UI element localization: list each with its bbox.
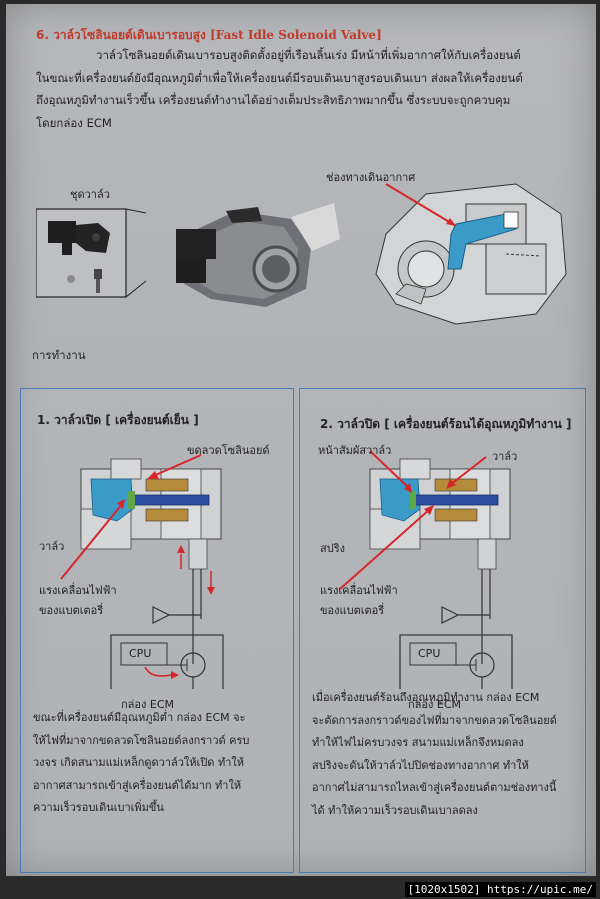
throttle-body-drawing: ช่องทางเดินอากาศ [326, 171, 576, 334]
spring-label: สปริง [320, 542, 345, 555]
panel-description: เมื่อเครื่องยนต์ร้อนถึงอุณหภูมิทำงาน กล่… [312, 687, 582, 822]
panel-title: 1. วาล์วเปิด [ เครื่องยนต์เย็น ] [37, 413, 199, 427]
valve-open-diagram [60, 454, 224, 689]
section-title: 6. วาล์วโซลินอยด์เดินเบารอบสูง [Fast Idl… [36, 26, 382, 45]
panel-valve-open: 1. วาล์วเปิด [ เครื่องยนต์เย็น ] [20, 388, 294, 873]
solenoid-coil-label: ขดลวดโซลินอยด์ [187, 444, 270, 457]
intro-line: ในขณะที่เครื่องยนต์ยังมีอุณหภูมิต่ำเพื่อ… [36, 70, 523, 85]
valve-closed-diagram [339, 450, 513, 689]
desc-line: ความเร็วรอบเดินเบาเพิ่มขึ้น [33, 801, 164, 814]
desc-line: เมื่อเครื่องยนต์ร้อนถึงอุณหภูมิทำงาน กล่… [312, 691, 540, 704]
desc-line: อากาศไม่สามารถไหลเข้าสู่เครื่องยนต์ตามช่… [312, 781, 557, 794]
document-page: 6. วาล์วโซลินอยด์เดินเบารอบสูง [Fast Idl… [6, 4, 596, 876]
valve-label: วาล์ว [39, 540, 65, 553]
throttle-body-line-art [375, 183, 567, 325]
desc-line: ทำให้ไฟไม่ครบวงจร สนามแม่เหล็กจึงหมดลง [312, 736, 524, 749]
battery-label-1: แรงเคลื่อนไฟฟ้า [320, 584, 398, 597]
watermark: [1020x1502] https://upic.me/ [404, 882, 596, 897]
desc-line: ได้ ทำให้ความเร็วรอบเดินเบาลดลง [312, 803, 478, 817]
valve-contact-label: หน้าสัมผัสวาล์ว [318, 444, 392, 457]
desc-line: วงจร เกิดสนามแม่เหล็กดูดวาล์วให้เปิด ทำใ… [33, 756, 244, 769]
battery-label-1: แรงเคลื่อนไฟฟ้า [39, 584, 117, 597]
valve-set-photo: ชุดวาล์ว [35, 188, 346, 329]
operation-label: การทำงาน [32, 348, 86, 362]
solenoid-valve-small [48, 221, 110, 255]
intro-line: วาล์วโซลินอยด์เดินเบารอบสูงติดตั้งอยู่ที… [96, 48, 521, 62]
panel-valve-closed: 2. วาล์วปิด [ เครื่องยนต์ร้อนได้อุณหภูมิ… [299, 388, 586, 873]
ecm-label: กล่อง ECM [408, 698, 461, 711]
valve-label: วาล์ว [492, 450, 518, 463]
ecm-label: กล่อง ECM [121, 698, 174, 711]
battery-label-2: ของแบตเตอรี่ [320, 604, 385, 617]
battery-label-2: ของแบตเตอรี่ [39, 604, 104, 617]
desc-line: จะตัดการลงกราวด์ของไฟที่มาจากขดลวดโซลินอ… [312, 713, 557, 727]
intro-line: โดยกล่อง ECM [36, 115, 112, 130]
desc-line: ขณะที่เครื่องยนต์มีอุณหภูมิต่ำ กล่อง ECM… [33, 711, 246, 724]
intro-paragraph: วาล์วโซลินอยด์เดินเบารอบสูงติดตั้งอยู่ที… [36, 44, 576, 134]
cpu-label: CPU [129, 647, 152, 660]
cpu-label: CPU [418, 647, 441, 660]
valve-set-label: ชุดวาล์ว [70, 188, 110, 201]
section-title-en: [Fast Idle Solenoid Valve] [210, 28, 382, 42]
desc-line: ให้ไฟที่มาจากขดลวดโซลินอยด์ลงกราวด์ ครบ [33, 733, 250, 747]
valve-set-illustration [35, 203, 340, 307]
desc-line: อากาศสามารถเข้าสู่เครื่องยนต์ได้มาก ทำให… [33, 778, 242, 792]
screws [67, 269, 102, 293]
section-title-th: 6. วาล์วโซลินอยด์เดินเบารอบสูง [36, 28, 206, 42]
panel-title: 2. วาล์วปิด [ เครื่องยนต์ร้อนได้อุณหภูมิ… [320, 417, 572, 431]
desc-line: สปริงจะดันให้วาล์วไปปิดช่องทางอากาศ ทำให… [312, 758, 529, 772]
throttle-body-photo [176, 203, 340, 307]
air-passage-label: ช่องทางเดินอากาศ [326, 171, 416, 184]
intro-line: ถึงอุณหภูมิทำงานเร็วขึ้น เครื่องยนต์ทำงา… [36, 93, 511, 107]
panel-description: ขณะที่เครื่องยนต์มีอุณหภูมิต่ำ กล่อง ECM… [33, 707, 288, 820]
